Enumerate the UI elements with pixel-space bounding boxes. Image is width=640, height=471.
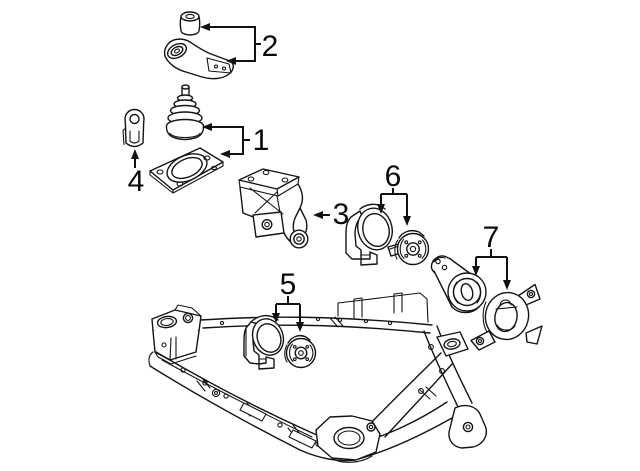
callout-5-leader	[275, 296, 301, 323]
subframe-crossmember-drawing	[148, 292, 488, 463]
callout-2-arrow	[200, 23, 210, 31]
callout-3-arrow	[313, 211, 323, 219]
callout-4: 4	[128, 149, 145, 198]
callout-5-arrow	[296, 322, 304, 332]
callout-6-arrow	[377, 204, 385, 214]
part-7-transmission-mount	[470, 283, 543, 351]
callout-6: 6	[377, 160, 411, 226]
callout-4-label[interactable]: 4	[128, 165, 145, 198]
callout-6-leader	[380, 188, 408, 217]
callout-5: 5	[272, 268, 304, 332]
callout-1-leader	[211, 126, 250, 155]
part-7-mount-bushing	[430, 255, 487, 314]
callout-7: 7	[472, 221, 511, 290]
callout-1-label[interactable]: 1	[253, 124, 270, 157]
subframe-front-crossmember	[148, 351, 453, 462]
part-6-roll-mount-housing	[345, 203, 402, 266]
subframe-rear-rail	[200, 292, 433, 334]
part-5-roll-mount-housing	[243, 314, 285, 370]
part-4-mount-stopper	[122, 108, 145, 148]
callout-4-arrow	[131, 149, 139, 159]
subframe-center-bracket	[315, 415, 381, 463]
callout-3: 3	[313, 198, 349, 231]
callout-2-leader	[209, 26, 261, 62]
callout-2-arrow	[226, 57, 236, 65]
part-6-roll-mount-bushing	[394, 229, 430, 266]
part-2-mount-bracket-arm	[163, 38, 234, 80]
callout-1: 1	[202, 123, 269, 158]
callout-6-arrow	[403, 216, 411, 226]
callout-7-arrow	[503, 280, 511, 290]
callout-1-arrow	[220, 150, 230, 158]
callout-7-label[interactable]: 7	[483, 221, 500, 254]
callout-7-arrow	[472, 266, 480, 276]
callout-1-arrow	[202, 123, 212, 131]
callout-5-label[interactable]: 5	[280, 268, 297, 301]
subframe-left-corner-mount	[151, 304, 202, 365]
callout-6-label[interactable]: 6	[385, 160, 402, 193]
part-3-transmission-bracket	[238, 168, 309, 249]
part-5-roll-mount-bushing	[284, 334, 317, 369]
callout-2-label[interactable]: 2	[262, 30, 279, 63]
part-1-engine-mount-insulator	[165, 84, 205, 141]
subframe-right-junction	[369, 325, 488, 449]
callout-5-arrow	[272, 313, 280, 323]
part-2-bushing	[179, 11, 201, 36]
callout-7-leader	[475, 249, 508, 281]
callout-2: 2	[200, 23, 278, 65]
callout-3-label[interactable]: 3	[333, 198, 350, 231]
part-1-support-plate	[149, 147, 224, 194]
